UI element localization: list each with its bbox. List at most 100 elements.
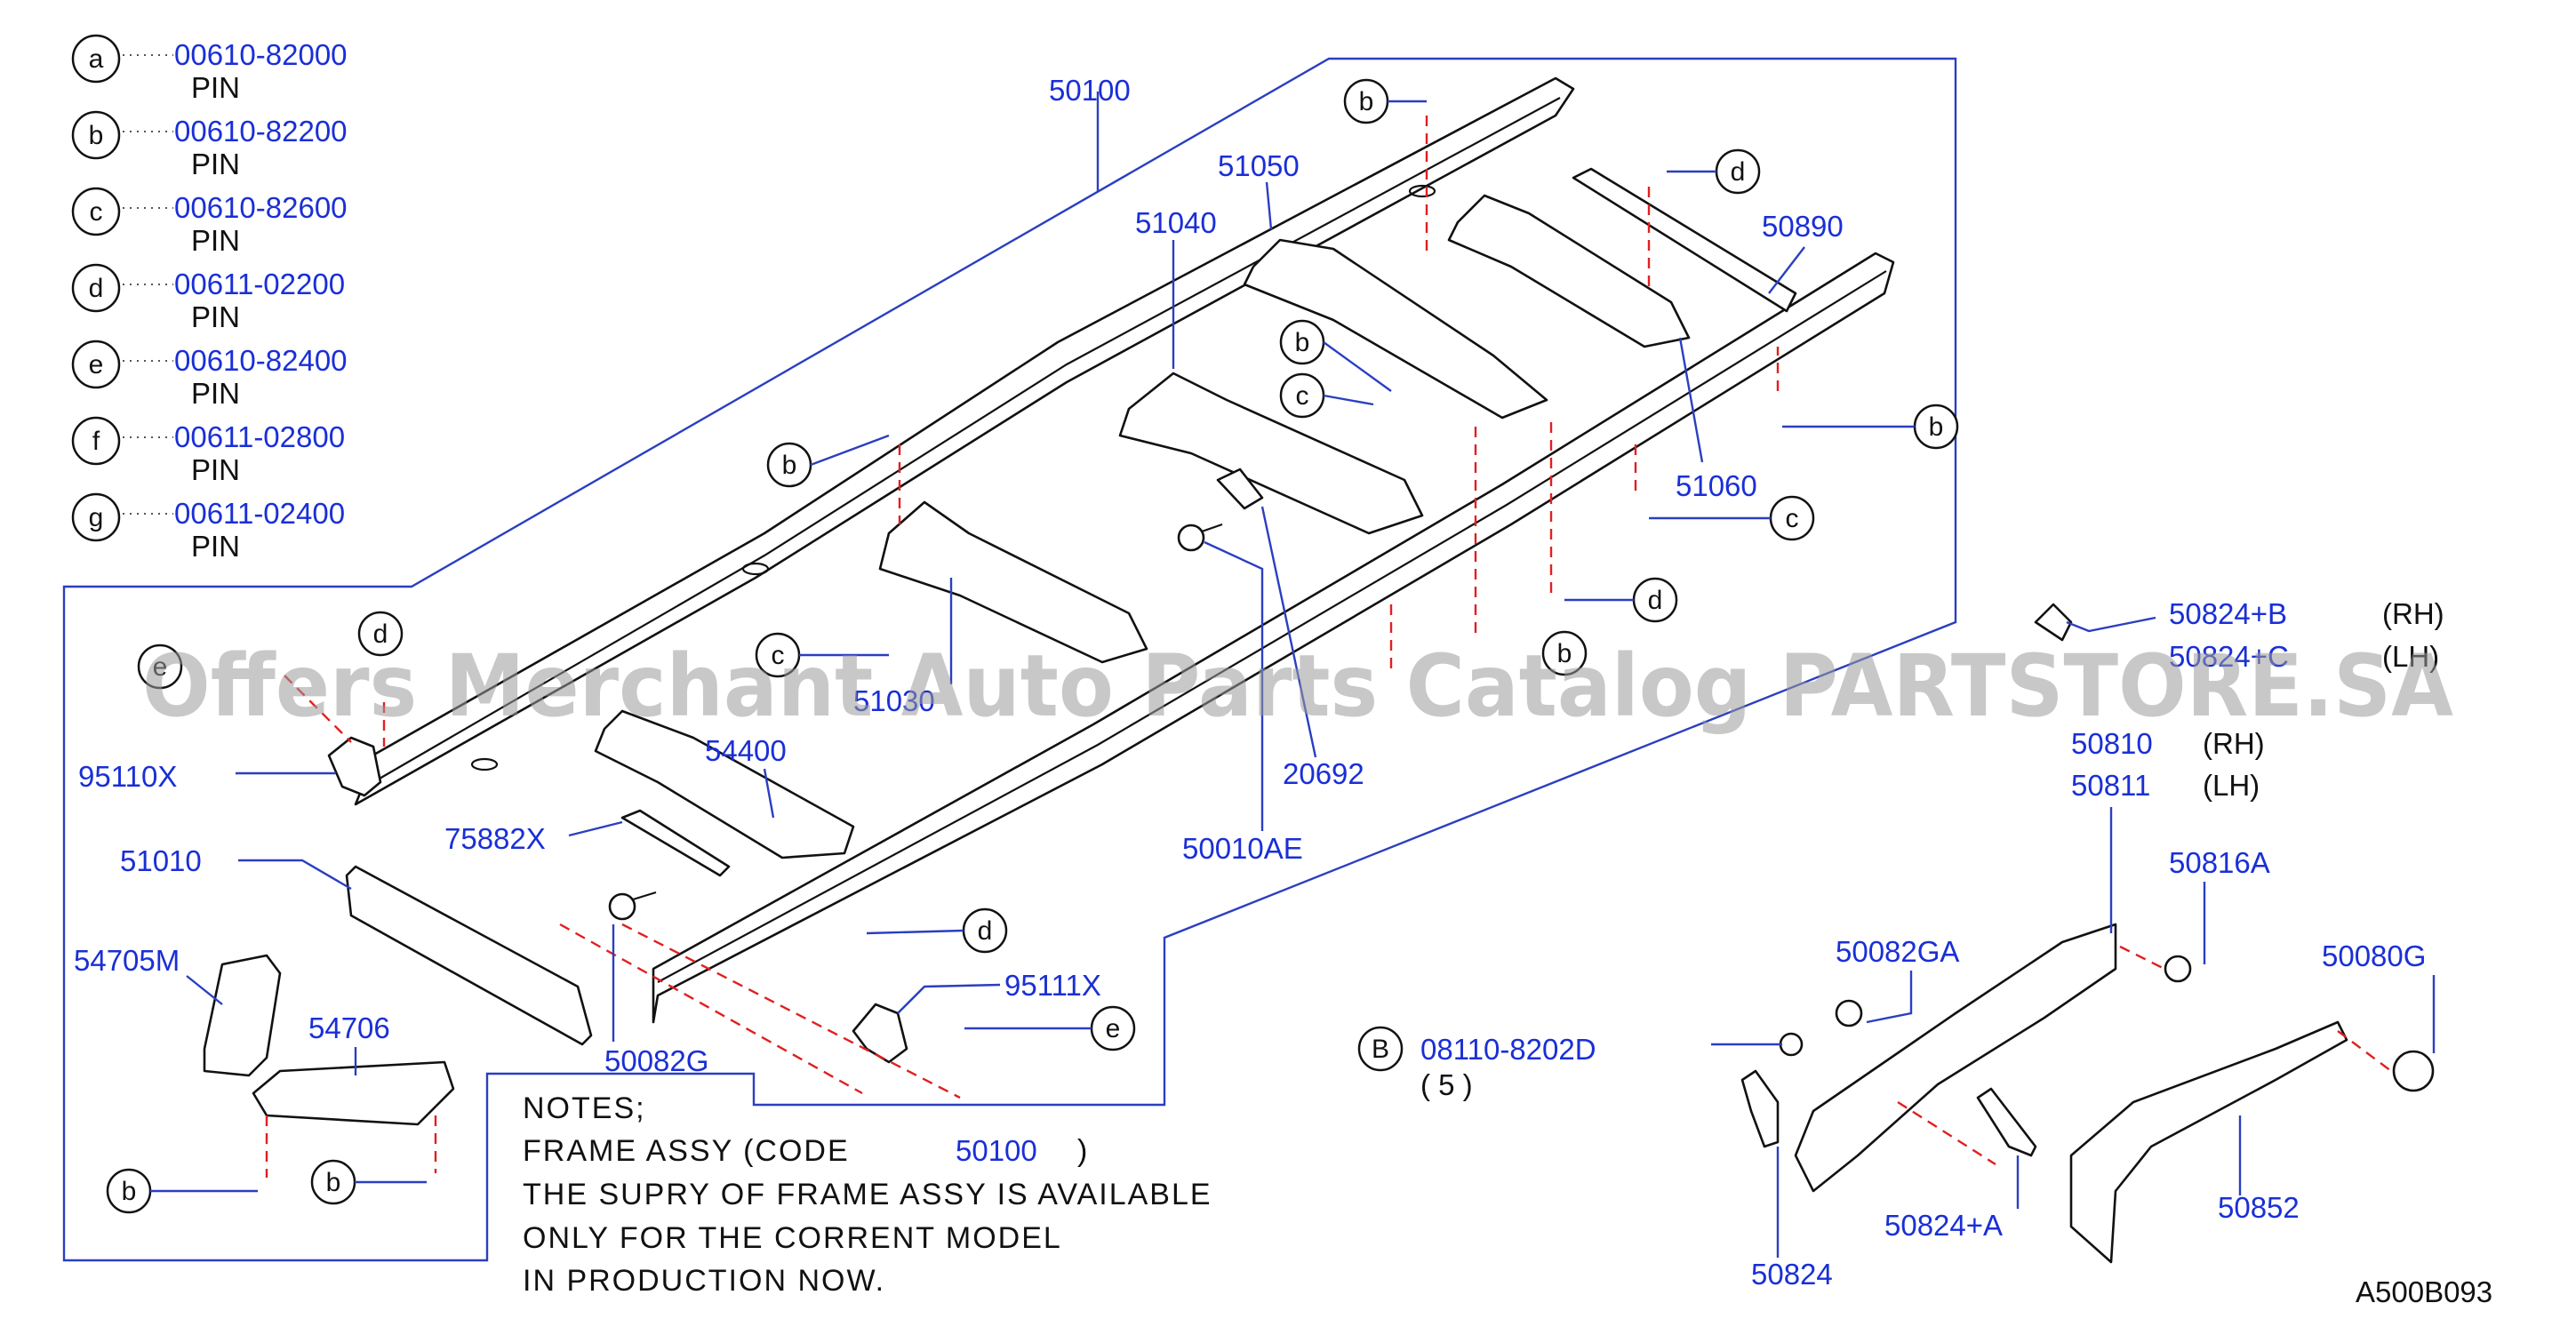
legend-row-b[interactable]: b 00610-82200 PIN: [71, 110, 348, 180]
label-51040[interactable]: 51040: [1135, 206, 1217, 239]
frame-assy-boundary: [62, 57, 1957, 1262]
frame-assembly[interactable]: [354, 76, 1895, 1024]
svg-text:b: b: [89, 121, 104, 150]
label-95111x[interactable]: 95111X: [1004, 969, 1101, 1002]
bolt-50816a[interactable]: [2164, 955, 2192, 983]
label-51050[interactable]: 51050: [1218, 149, 1300, 182]
pin-legend: a 00610-82000 PIN b 00610-82200 PIN c 00…: [71, 34, 348, 563]
bolt-50082g[interactable]: [608, 891, 657, 921]
legend-row-a[interactable]: a 00610-82000 PIN: [71, 34, 348, 104]
svg-text:PIN: PIN: [191, 530, 240, 563]
bracket-54705m[interactable]: [203, 954, 282, 1077]
svg-text:(RH): (RH): [2382, 597, 2444, 630]
svg-text:d: d: [373, 620, 388, 649]
label-20692[interactable]: 20692: [1283, 757, 1364, 790]
label-50824a[interactable]: 50824+A: [1884, 1209, 2003, 1242]
label-51010[interactable]: 51010: [120, 844, 202, 877]
bracket-50824a[interactable]: [1976, 1087, 2037, 1157]
clip-50080g[interactable]: [2392, 1050, 2435, 1092]
svg-text:b: b: [1557, 639, 1572, 668]
svg-text:g: g: [89, 503, 104, 532]
label-50816a[interactable]: 50816A: [2169, 846, 2270, 879]
label-50100[interactable]: 50100: [1049, 74, 1131, 107]
svg-text:f: f: [92, 427, 100, 456]
svg-text:(RH): (RH): [2203, 727, 2265, 760]
label-08110-8202d[interactable]: 08110-8202D: [1420, 1033, 1596, 1066]
svg-text:PIN: PIN: [191, 453, 240, 486]
svg-text:b: b: [1295, 328, 1310, 357]
svg-text:b: b: [326, 1168, 341, 1197]
legend-row-g[interactable]: g 00611-02400 PIN: [71, 492, 345, 563]
svg-text:PIN: PIN: [191, 300, 240, 333]
bracket-50810[interactable]: [1794, 923, 2117, 1193]
svg-text:ONLY FOR THE CORRENT MODEL: ONLY FOR THE CORRENT MODEL: [523, 1221, 1062, 1255]
label-54705m[interactable]: 54705M: [74, 944, 180, 977]
plate-54706[interactable]: [252, 1060, 455, 1126]
label-95110x[interactable]: 95110X: [78, 760, 177, 793]
label-50890[interactable]: 50890: [1762, 210, 1844, 243]
shield-50852[interactable]: [2069, 1020, 2348, 1264]
label-50811[interactable]: 50811: [2071, 769, 2150, 802]
pin-leaders: [150, 100, 1915, 1193]
label-50852[interactable]: 50852: [2218, 1191, 2300, 1224]
bracket-51010[interactable]: [345, 865, 593, 1046]
label-50810[interactable]: 50810: [2071, 727, 2153, 760]
svg-text:PIN: PIN: [191, 377, 240, 410]
label-50010ae[interactable]: 50010AE: [1182, 832, 1303, 865]
notes-code[interactable]: 50100: [956, 1134, 1037, 1167]
callout-e-1[interactable]: [137, 644, 183, 690]
svg-text:PIN: PIN: [191, 71, 240, 104]
svg-text:(LH): (LH): [2203, 769, 2260, 802]
label-75882x[interactable]: 75882X: [444, 822, 546, 855]
notes-heading: NOTES;: [523, 1091, 646, 1125]
svg-text:e: e: [153, 652, 168, 682]
svg-text:b: b: [782, 451, 797, 480]
bracket-50824[interactable]: [1740, 1069, 1780, 1148]
svg-text:IN PRODUCTION NOW.: IN PRODUCTION NOW.: [523, 1264, 885, 1298]
notes-block: NOTES; FRAME ASSY (CODE 50100 ) THE SUPR…: [523, 1091, 1212, 1298]
svg-text:b: b: [122, 1177, 137, 1206]
svg-text:b: b: [1929, 412, 1944, 442]
svg-text:c: c: [772, 641, 785, 670]
callout-d-3[interactable]: [357, 611, 404, 657]
label-50082ga[interactable]: 50082GA: [1836, 935, 1959, 968]
label-50824c[interactable]: 50824+C: [2169, 640, 2289, 673]
legend-row-c[interactable]: c 00610-82600 PIN: [71, 187, 348, 257]
svg-text:c: c: [1296, 381, 1309, 411]
diagram-id: A500B093: [2356, 1275, 2492, 1308]
svg-text:( 5 ): ( 5 ): [1420, 1068, 1473, 1101]
label-50824[interactable]: 50824: [1751, 1258, 1833, 1291]
label-54400[interactable]: 54400: [705, 734, 787, 767]
legend-row-d[interactable]: d 00611-02200 PIN: [71, 263, 345, 333]
svg-text:d: d: [1731, 157, 1746, 187]
label-50824b[interactable]: 50824+B: [2169, 597, 2287, 630]
legend-row-f[interactable]: f 00611-02800 PIN: [71, 416, 345, 486]
bracket-95110x[interactable]: [327, 736, 382, 797]
bolt-08110[interactable]: [1779, 1032, 1804, 1057]
label-51060[interactable]: 51060: [1676, 469, 1757, 502]
callout-b-5[interactable]: [1541, 630, 1588, 676]
legend-row-e[interactable]: e 00610-82400 PIN: [71, 340, 348, 410]
label-50082g[interactable]: 50082G: [604, 1044, 708, 1077]
bolt-50082ga[interactable]: [1835, 999, 1863, 1027]
svg-text:00610-82200: 00610-82200: [174, 115, 348, 148]
svg-text:(LH): (LH): [2382, 640, 2439, 673]
callout-B[interactable]: [1357, 1026, 1404, 1072]
svg-text:B: B: [1372, 1035, 1389, 1064]
svg-text:d: d: [89, 274, 104, 303]
label-50080g[interactable]: 50080G: [2322, 939, 2426, 972]
svg-text:b: b: [1359, 87, 1374, 116]
label-54706[interactable]: 54706: [308, 1011, 390, 1044]
clip-20692[interactable]: [1216, 468, 1264, 510]
bracket-50824b[interactable]: [2034, 603, 2073, 642]
svg-text:PIN: PIN: [191, 148, 240, 180]
svg-text:THE SUPRY OF FRAME ASSY IS AVA: THE SUPRY OF FRAME ASSY IS AVAILABLE: [523, 1178, 1212, 1211]
svg-text:FRAME ASSY (CODE: FRAME ASSY (CODE: [523, 1134, 850, 1168]
svg-text:a: a: [89, 44, 104, 74]
svg-text:00610-82000: 00610-82000: [174, 38, 348, 71]
svg-text:00610-82400: 00610-82400: [174, 344, 348, 377]
label-51030[interactable]: 51030: [853, 684, 935, 717]
bolt-50010ae[interactable]: [1177, 523, 1223, 552]
svg-text:c: c: [1786, 504, 1799, 533]
plate-75882x[interactable]: [620, 809, 731, 877]
